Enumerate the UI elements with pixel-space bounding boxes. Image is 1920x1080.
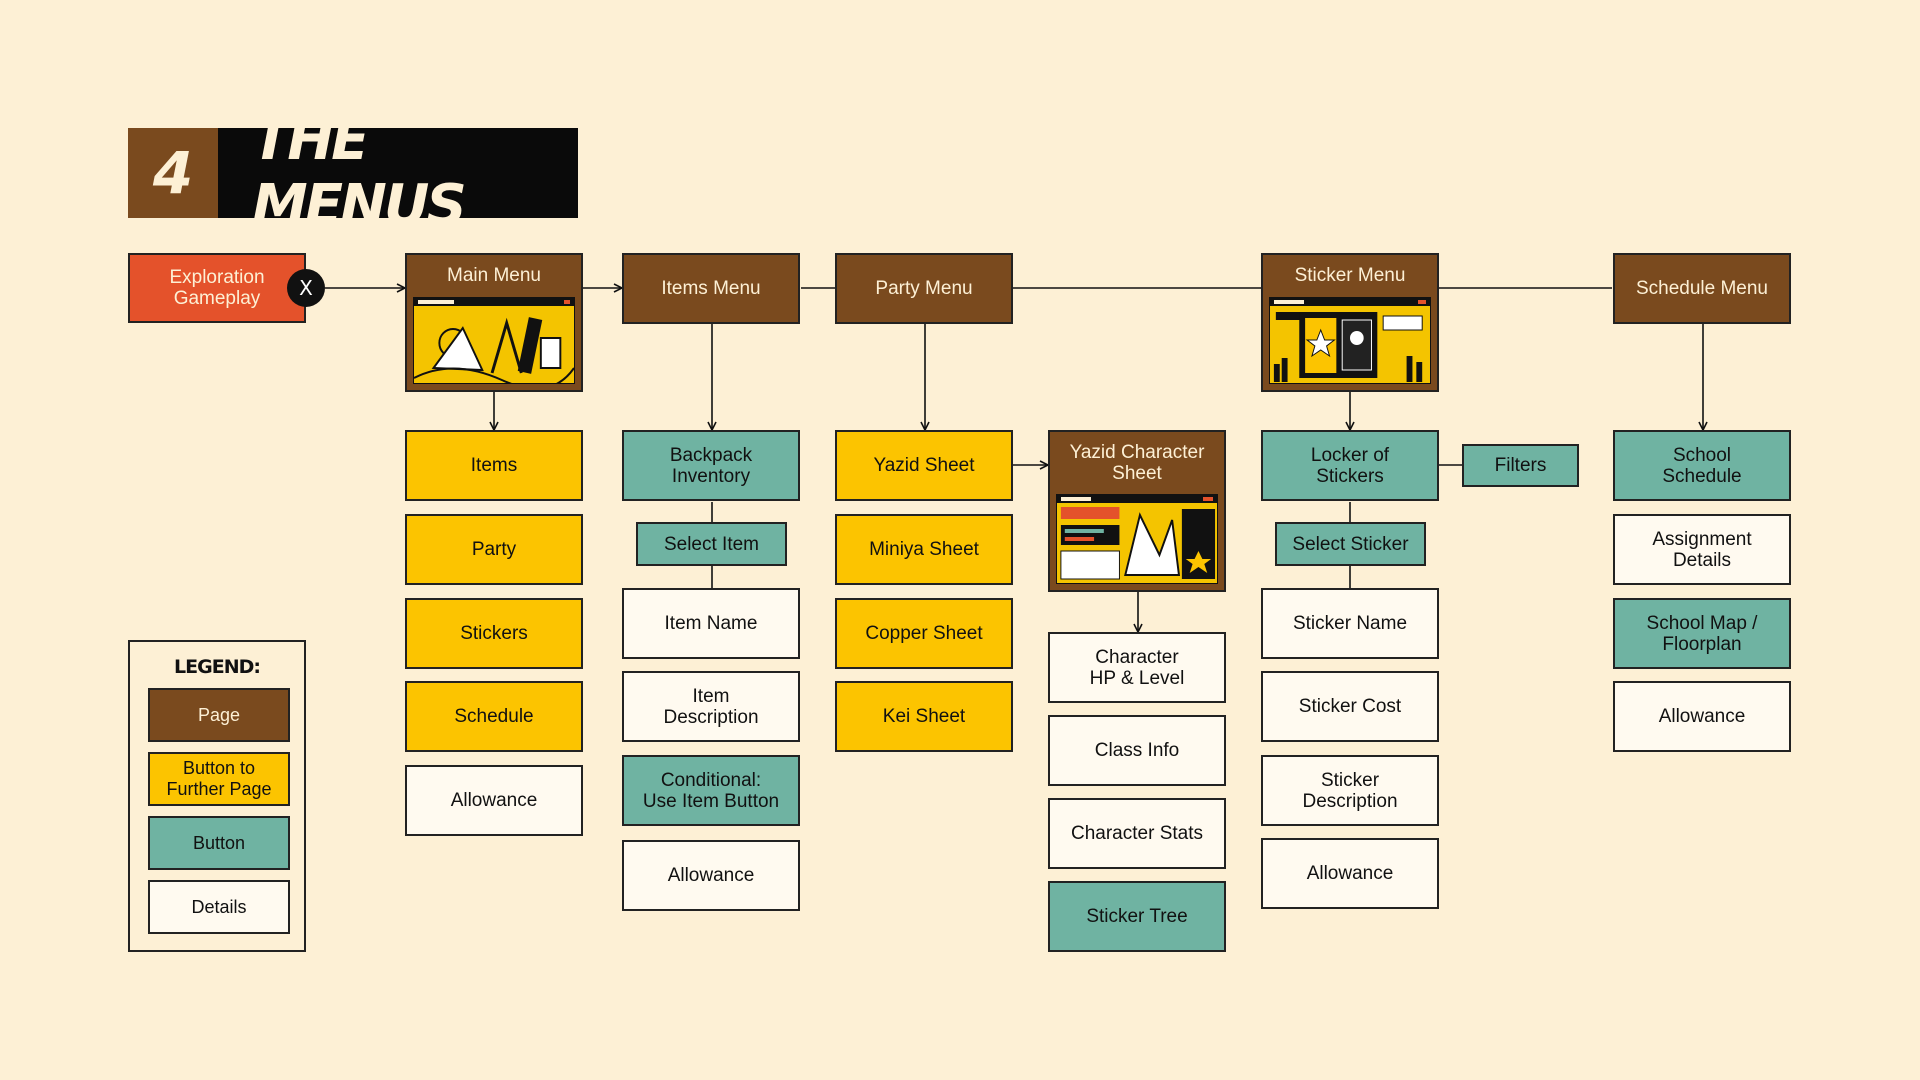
yazid-character-sheet-page: Yazid Character Sheet — [1048, 430, 1226, 592]
legend-details-swatch: Details — [148, 880, 290, 934]
party-menu-page: Party Menu — [835, 253, 1013, 324]
main-menu-page: Main Menu — [405, 253, 583, 392]
main-menu-label: Main Menu — [447, 265, 541, 286]
schedule-menu-page: Schedule Menu — [1613, 253, 1791, 324]
main-menu-screenshot-thumbnail — [413, 297, 575, 384]
sticker-menu-label: Sticker Menu — [1294, 265, 1406, 286]
sticker-tree-button[interactable]: Sticker Tree — [1048, 881, 1226, 952]
sticker-menu-screenshot-thumbnail — [1269, 297, 1431, 384]
sticker-cost-detail: Sticker Cost — [1261, 671, 1439, 742]
legend: LEGEND: Page Button to Further Page Butt… — [128, 640, 306, 952]
backpack-inventory-button[interactable]: Backpack Inventory — [622, 430, 800, 501]
items-menu-page: Items Menu — [622, 253, 800, 324]
allowance-detail: Allowance — [1613, 681, 1791, 752]
party-button[interactable]: Party — [405, 514, 583, 585]
legend-page-swatch: Page — [148, 688, 290, 742]
legend-further-page-swatch: Button to Further Page — [148, 752, 290, 806]
school-map-button[interactable]: School Map / Floorplan — [1613, 598, 1791, 669]
yazid-sheet-screenshot-thumbnail — [1056, 494, 1218, 584]
sticker-description-detail: Sticker Description — [1261, 755, 1439, 826]
character-hp-level-detail: Character HP & Level — [1048, 632, 1226, 703]
select-sticker-button[interactable]: Select Sticker — [1275, 522, 1426, 566]
miniya-sheet-button[interactable]: Miniya Sheet — [835, 514, 1013, 585]
allowance-detail: Allowance — [1261, 838, 1439, 909]
item-name-detail: Item Name — [622, 588, 800, 659]
select-item-button[interactable]: Select Item — [636, 522, 787, 566]
filters-button[interactable]: Filters — [1462, 444, 1579, 487]
locker-of-stickers-button[interactable]: Locker of Stickers — [1261, 430, 1439, 501]
schedule-button[interactable]: Schedule — [405, 681, 583, 752]
exploration-gameplay-node: Exploration Gameplay — [128, 253, 306, 323]
item-description-detail: Item Description — [622, 671, 800, 742]
yazid-sheet-button[interactable]: Yazid Sheet — [835, 430, 1013, 501]
allowance-detail: Allowance — [405, 765, 583, 836]
school-schedule-button[interactable]: School Schedule — [1613, 430, 1791, 501]
section-number: 4 — [128, 128, 218, 218]
stickers-button[interactable]: Stickers — [405, 598, 583, 669]
allowance-detail: Allowance — [622, 840, 800, 911]
class-info-detail: Class Info — [1048, 715, 1226, 786]
kei-sheet-button[interactable]: Kei Sheet — [835, 681, 1013, 752]
page-title: THE MENUS — [218, 108, 578, 238]
sticker-name-detail: Sticker Name — [1261, 588, 1439, 659]
yazid-character-sheet-label: Yazid Character Sheet — [1069, 442, 1205, 484]
items-button[interactable]: Items — [405, 430, 583, 501]
legend-button-swatch: Button — [148, 816, 290, 870]
x-circle-icon: X — [287, 269, 325, 307]
legend-title: LEGEND: — [174, 656, 261, 678]
copper-sheet-button[interactable]: Copper Sheet — [835, 598, 1013, 669]
character-stats-detail: Character Stats — [1048, 798, 1226, 869]
sticker-menu-page: Sticker Menu — [1261, 253, 1439, 392]
assignment-details-detail: Assignment Details — [1613, 514, 1791, 585]
use-item-button[interactable]: Conditional: Use Item Button — [622, 755, 800, 826]
